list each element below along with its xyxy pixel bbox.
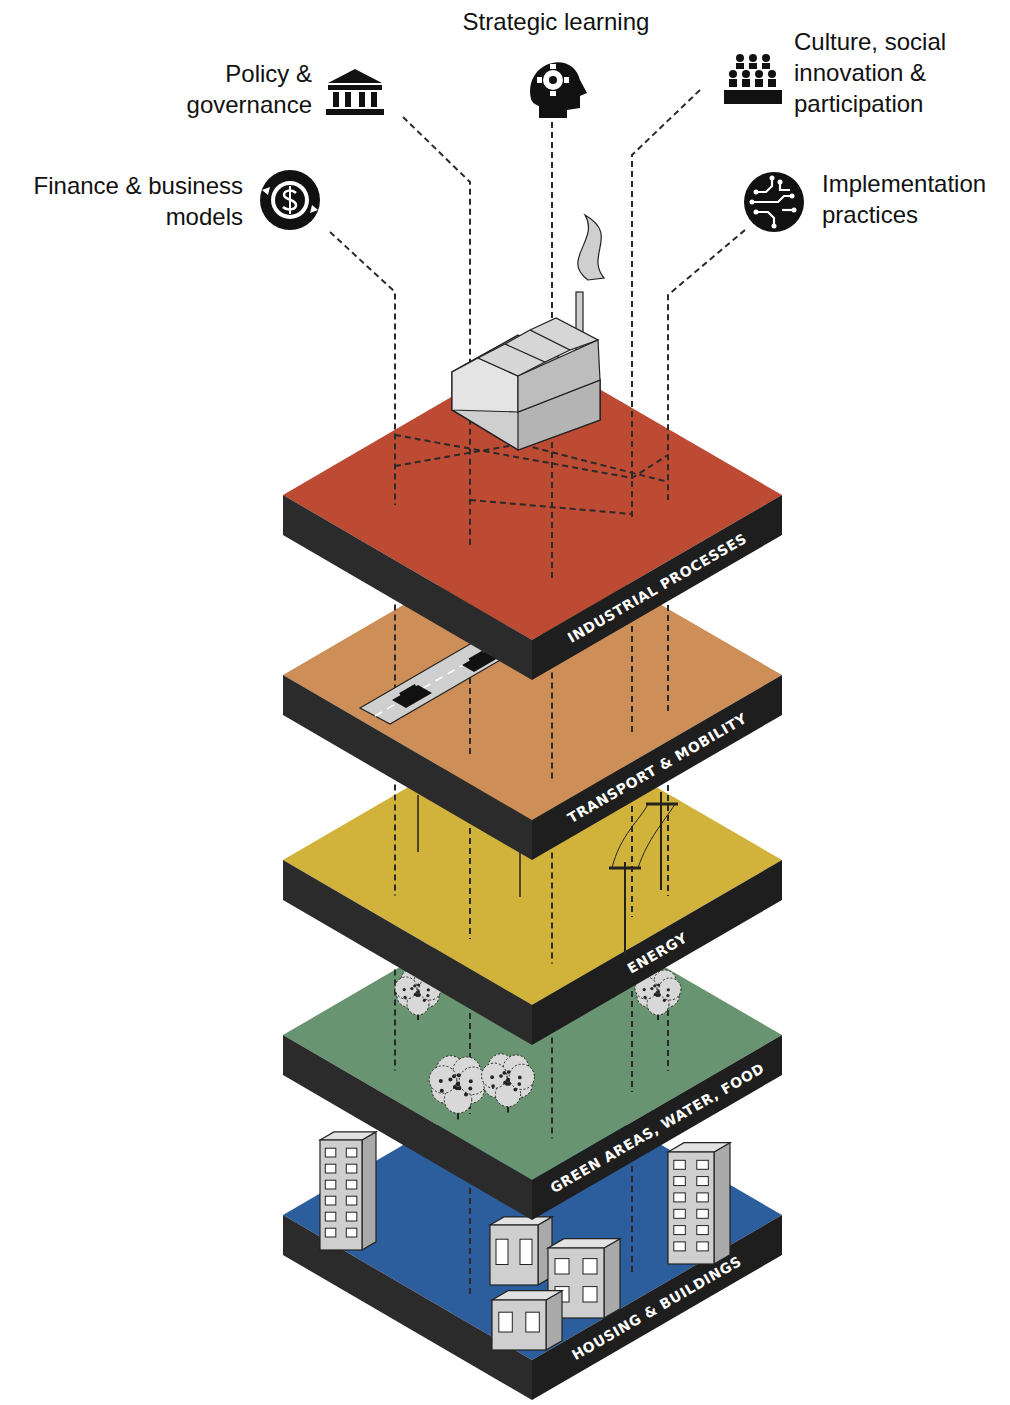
slab-side — [283, 860, 532, 1045]
slab-side — [532, 860, 782, 1045]
finance-icon — [260, 170, 320, 230]
theme-label: Strategic learning — [440, 6, 672, 37]
theme-label: Finance & business models — [6, 170, 243, 232]
slab-side — [283, 675, 532, 860]
slab-side — [532, 1215, 782, 1400]
slab-side — [532, 1035, 782, 1220]
slab-side — [283, 495, 532, 680]
theme-label: Implementation practices — [822, 168, 1004, 230]
layer-slab: INDUSTRIAL PROCESSES — [283, 350, 783, 680]
implementation-icon — [744, 172, 804, 232]
policy-icon — [326, 69, 384, 115]
theme-label: Policy & governance — [160, 58, 312, 120]
slab-side — [532, 675, 782, 860]
slab-side — [283, 1035, 532, 1220]
slab-side — [532, 495, 782, 680]
theme-label: Culture, social innovation & participati… — [794, 26, 974, 119]
participation-icon — [724, 54, 782, 104]
strategic-learning-icon — [530, 62, 587, 118]
slab-illustration — [283, 350, 783, 680]
